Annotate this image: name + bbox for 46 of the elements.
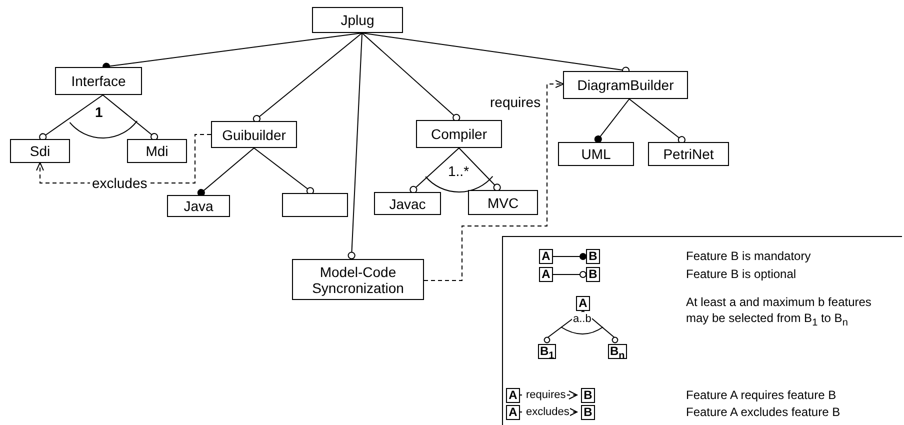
feature-letter: B [586,249,600,264]
connector-line [254,148,314,195]
legend-text: Feature B is optional [686,266,798,282]
feature-box: Guibuilder [211,121,297,148]
legend-text: Feature A excludes feature B [686,404,842,420]
legend-text: Feature A requires feature B [686,387,838,403]
feature-letter: B [581,405,595,420]
legend-text: Feature B is mandatory [686,248,812,264]
legend-sample-label: requires [525,388,567,402]
feature-box: DiagramBuilder [563,71,688,99]
feature-letter: A [506,388,520,403]
feature-box: Compiler [416,120,502,148]
feature-letter: B [581,388,595,403]
feature-box: MVC [468,190,538,215]
empty-feature-box [282,193,348,217]
dashed-arrow [424,80,564,281]
feature-letter: A [576,296,590,311]
legend-sample-label: excludes [525,405,570,419]
feature-letter: A [539,267,553,282]
connector-line [410,148,460,194]
cardinality-label: 1 [95,104,103,120]
legend-text: At least a and maximum b features may be selected from B$_{1}$ to B$_{n}$ [686,294,872,330]
connector-line [252,32,363,123]
feature-letter: A [539,249,553,264]
connector-line [458,148,501,192]
feature-box: UML [558,142,634,166]
connector-line [628,98,686,144]
feature-letter: A [506,405,520,420]
feature-box: Model-Code Syncronization [292,259,424,300]
feature-box: PetriNet [648,142,729,166]
feature-box: Jplug [312,7,403,33]
edge-label: requires [488,94,543,110]
edge-label: excludes [90,175,150,191]
connector-line [362,32,460,122]
connector-line [594,98,630,144]
feature-box: Mdi [127,139,187,163]
cardinality-label: 1..* [448,163,470,179]
feature-box: Interface [55,67,142,95]
connector-line [39,94,104,141]
feature-box: Sdi [10,139,70,163]
connector-line [102,94,158,141]
connector-line [197,148,254,197]
connector-line [348,32,363,260]
feature-box: Javac [374,192,441,215]
feature-box: Java [167,195,230,217]
feature-letter: B [586,267,600,282]
